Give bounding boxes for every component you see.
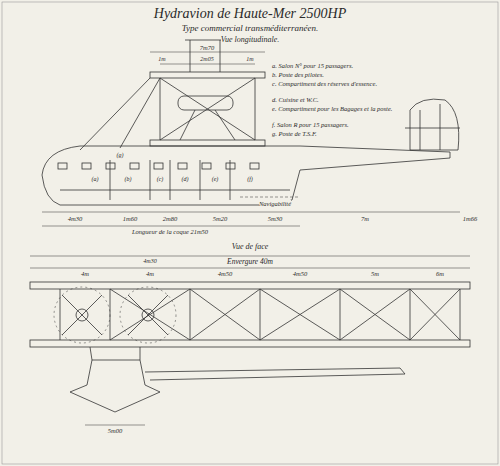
window [58,163,67,169]
callout-letter: (g) [117,152,124,159]
waterline-label: Navigabilité [259,200,291,207]
key-entry: b. Poste des pilotes. [272,71,324,78]
dimension: 1m66 [463,215,477,222]
key-entry: d. Cuisine et W.C. [272,96,319,103]
dimension: 6m [436,270,444,277]
window [154,163,163,169]
dimension: 1m [158,56,165,63]
dimension: 5m20 [213,215,227,222]
window [226,163,235,169]
dimension: 7m70 [200,44,214,51]
view-title: Vue longitudinale. [221,36,280,45]
dimension: Envergure 40m [227,258,273,266]
key-entry: a. Salon N° pour 15 passagers. [272,62,353,69]
dimension: 1m [246,56,253,63]
dimension: 4m30 [143,258,156,265]
window [82,163,91,169]
window [130,163,139,169]
dimension: 5m [371,270,379,277]
dimension: 2m80 [163,215,177,222]
callout-letter: (a) [92,176,99,183]
key-entry: e. Compartiment pour les Bagages et la p… [272,105,392,112]
key-entry: g. Poste de T.S.F. [272,130,317,137]
dimension: 7m [361,215,369,222]
callout-letter: (e) [212,176,219,183]
dimension: 2m05 [200,56,213,63]
key-entry: f. Salon R pour 15 passagers. [272,121,349,128]
dimension: 4m50 [218,270,232,277]
window [106,163,115,169]
window [250,163,259,169]
dimension: 5m00 [108,427,122,434]
dimension: Longueur de la coque 21m50 [132,228,208,235]
dimension: 4m [81,270,89,277]
key-entry: c. Compartiment des réserves d'essence. [272,80,377,87]
subtitle: Type commercial transméditerranéen. [182,24,319,34]
callout-letter: (f) [247,176,253,183]
view-title: Vue de face [232,243,269,252]
window [202,163,211,169]
callout-letter: (c) [157,176,164,183]
dimension: 5m30 [268,215,282,222]
window [178,163,187,169]
callout-letter: (d) [182,176,189,183]
dimension: 1m60 [123,215,137,222]
dimension: 4m30 [68,215,82,222]
dimension: 4m [146,270,154,277]
callout-letter: (b) [125,176,132,183]
drawing-title: Hydravion de Haute-Mer 2500HP [154,6,346,21]
dimension: 4m50 [293,270,307,277]
